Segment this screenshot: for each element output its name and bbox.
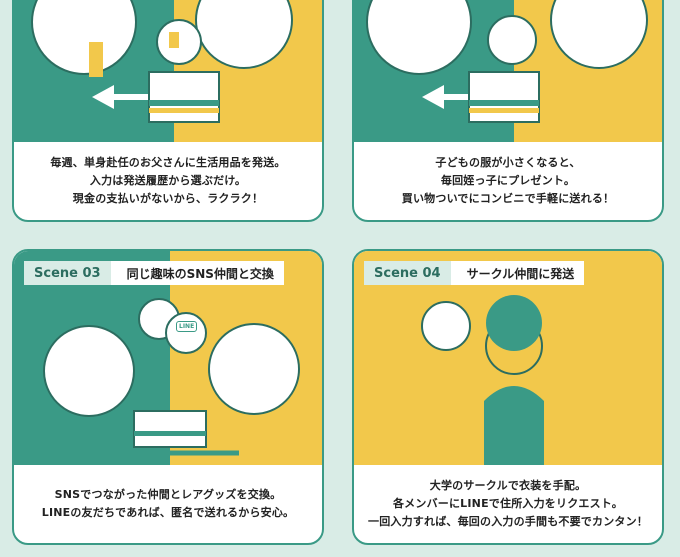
scene-banner: Scene 04 サークル仲間に発送 [364, 261, 585, 285]
caption-line: 子どもの服が小さくなると、 [435, 155, 581, 169]
scene-card-2: 子どもの服が小さくなると、 毎回姪っ子にプレゼント。 買い物ついでにコンビニで手… [352, 0, 664, 222]
caption-line: 買い物ついでにコンビニで手軽に送れる！ [401, 192, 615, 206]
scene-card-4: Scene 04 サークル仲間に発送 大学のサークルで衣装を手配。 各メンバーに… [352, 249, 664, 545]
caption-line: 毎週、単身赴任のお父さんに生活用品を発送。 [50, 155, 286, 169]
caption-1: 毎週、単身赴任のお父さんに生活用品を発送。 入力は発送履歴から選ぶだけ。 現金の… [14, 142, 322, 220]
illustration-sns-exchange [14, 251, 322, 465]
caption-line: SNSでつながった仲間とレアグッズを交換。 [54, 487, 282, 501]
illustration-father-shipping [14, 0, 322, 142]
caption-line: LINEの友だちであれば、匿名で送れるから安心。 [41, 506, 295, 519]
illustration-kids-clothes [354, 0, 662, 142]
scene-title: サークル仲間に発送 [450, 261, 585, 285]
caption-line: 毎回姪っ子にプレゼント。 [440, 173, 576, 187]
scene-title: 同じ趣味のSNS仲間と交換 [110, 261, 284, 285]
scene-number: Scene 04 [364, 261, 451, 285]
caption-line: 一回入力すれば、毎回の入力の手間も不要でカンタン！ [368, 515, 648, 529]
scene-banner: Scene 03 同じ趣味のSNS仲間と交換 [24, 261, 284, 285]
scene-card-1: 毎週、単身赴任のお父さんに生活用品を発送。 入力は発送履歴から選ぶだけ。 現金の… [12, 0, 324, 222]
caption-3: SNSでつながった仲間とレアグッズを交換。 LINEの友だちであれば、匿名で送れ… [14, 465, 322, 543]
caption-2: 子どもの服が小さくなると、 毎回姪っ子にプレゼント。 買い物ついでにコンビニで手… [354, 142, 662, 220]
caption-line: 入力は発送履歴から選ぶだけ。 [89, 173, 247, 187]
caption-line: 現金の支払いがないから、ラクラク！ [72, 192, 264, 206]
caption-line: 各メンバーにLINEで住所入力をリクエスト。 [392, 496, 623, 510]
caption-4: 大学のサークルで衣装を手配。 各メンバーにLINEで住所入力をリクエスト。 一回… [354, 465, 662, 543]
illustration-circle-members [354, 251, 662, 465]
caption-line: 大学のサークルで衣装を手配。 [429, 478, 587, 492]
scene-number: Scene 03 [24, 261, 111, 285]
scene-card-3: Scene 03 同じ趣味のSNS仲間と交換 LINE SNSでつながった仲間と… [12, 249, 324, 545]
line-badge: LINE [176, 321, 198, 332]
